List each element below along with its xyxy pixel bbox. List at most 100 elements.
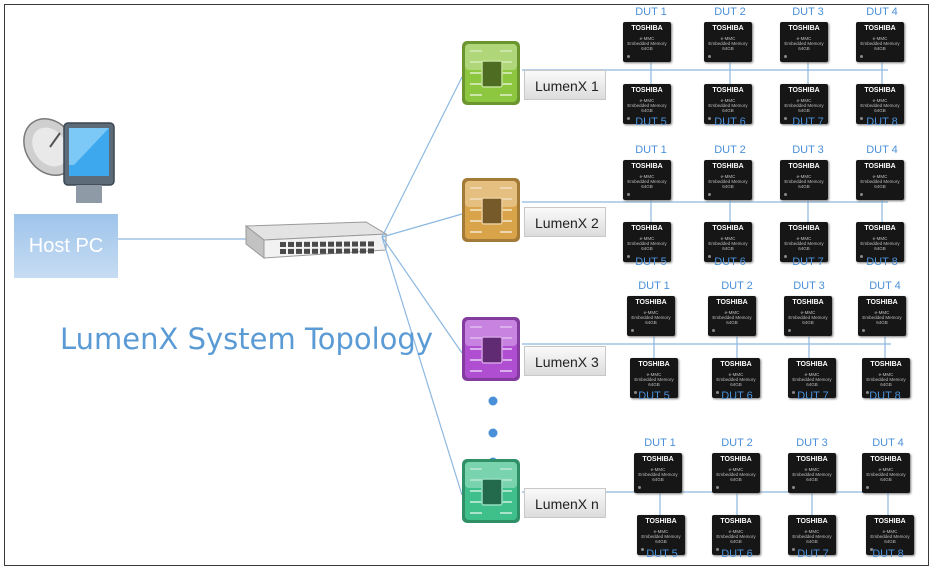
lumenx-label: LumenX 2 [524, 207, 606, 237]
dut-label: DUT 8 [866, 116, 898, 128]
chip-pin1-dot [792, 548, 795, 551]
chip-pin1-dot [860, 55, 863, 58]
chip-brand: TOSHIBA [788, 163, 820, 170]
chip-brand: TOSHIBA [631, 225, 663, 232]
chip-pin1-dot [716, 548, 719, 551]
dut-label: DUT 2 [721, 280, 753, 292]
chip-brand: TOSHIBA [792, 299, 824, 306]
chip-pin1-dot [708, 193, 711, 196]
chip-pin1-dot [631, 329, 634, 332]
chip-pin1-dot [638, 486, 641, 489]
chip-pin1-dot [792, 391, 795, 394]
dut-label: DUT 2 [714, 6, 746, 18]
switch-unit-link [381, 76, 463, 238]
lumenx-board-icon [462, 317, 520, 381]
dut-label: DUT 2 [721, 437, 753, 449]
chip-brand: TOSHIBA [864, 225, 896, 232]
chip-pin1-dot [712, 329, 715, 332]
lumenx-label: LumenX 1 [524, 70, 606, 100]
chip-brand: TOSHIBA [870, 361, 902, 368]
chip-pin1-dot [784, 55, 787, 58]
dut-label: DUT 6 [721, 548, 753, 560]
chip-brand: TOSHIBA [635, 299, 667, 306]
chip-brand: TOSHIBA [631, 87, 663, 94]
chip-brand: TOSHIBA [631, 163, 663, 170]
dut-label: DUT 1 [644, 437, 676, 449]
dut-label: DUT 5 [635, 116, 667, 128]
dut-label: DUT 2 [714, 144, 746, 156]
chip-pin1-dot [788, 329, 791, 332]
dut-label: DUT 1 [635, 144, 667, 156]
chip-brand: TOSHIBA [645, 518, 677, 525]
chip-brand: TOSHIBA [864, 163, 896, 170]
dut-label: DUT 3 [792, 6, 824, 18]
chip-pin1-dot [708, 55, 711, 58]
host-computer-with-satellite-dish-icon [23, 118, 115, 203]
chip-brand: TOSHIBA [638, 361, 670, 368]
chip-pin1-dot [716, 391, 719, 394]
chip-brand: TOSHIBA [712, 163, 744, 170]
dut-label: DUT 4 [872, 437, 904, 449]
dut-label: DUT 7 [792, 116, 824, 128]
dut-label: DUT 5 [646, 548, 678, 560]
dut-label: DUT 8 [866, 256, 898, 268]
chip-pin1-dot [634, 391, 637, 394]
dut-label: DUT 1 [635, 6, 667, 18]
chip-pin1-dot [708, 117, 711, 120]
chip-pin1-dot [641, 548, 644, 551]
host-pc-label: Host PC [14, 214, 118, 278]
chip-pin1-dot [792, 486, 795, 489]
dut-label: DUT 3 [796, 437, 828, 449]
chip-brand: TOSHIBA [712, 25, 744, 32]
chip-pin1-dot [870, 548, 873, 551]
lumenx-board-icon [462, 41, 520, 105]
lumenx-board-icon [462, 178, 520, 242]
dut-label: DUT 8 [869, 390, 901, 402]
dut-label: DUT 8 [872, 548, 904, 560]
chip-brand: TOSHIBA [720, 456, 752, 463]
dut-label: DUT 3 [793, 280, 825, 292]
chip-brand: TOSHIBA [788, 87, 820, 94]
